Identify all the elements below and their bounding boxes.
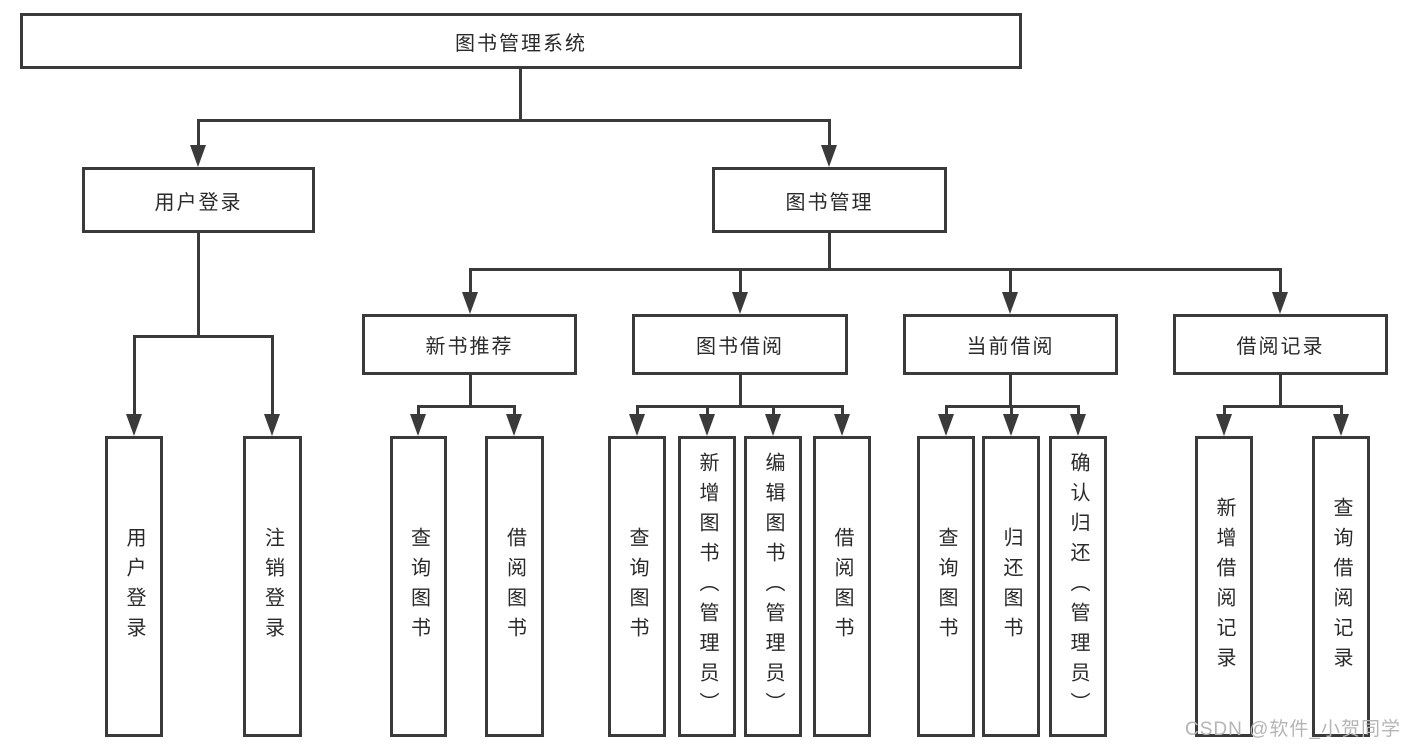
leaf-return-books: 归还图书 (982, 436, 1040, 737)
leaf-query-books-recommend: 查询图书 (390, 436, 447, 737)
node-root: 图书管理系统 (20, 13, 1022, 69)
connector-line (417, 405, 420, 414)
connector-line (828, 233, 831, 270)
leaf-borrow-books-borrowing: 借阅图书 (813, 436, 871, 737)
leaf-user-login: 用户登录 (105, 436, 163, 737)
arrowhead-down-icon (938, 414, 954, 436)
leaf-label: 注销登录 (261, 526, 284, 647)
node-label: 借阅记录 (1236, 336, 1325, 358)
connector-line (197, 233, 200, 337)
connector-line (739, 268, 742, 292)
arrowhead-down-icon (1002, 292, 1018, 314)
leaf-label: 新增图书（管理员） (696, 451, 718, 722)
leaf-add-borrow-record: 新增借阅记录 (1195, 436, 1253, 737)
node-label: 图书管理 (785, 191, 874, 214)
arrowhead-down-icon (264, 414, 280, 436)
watermark: CSDN @软件_小贺同学 (1185, 719, 1401, 740)
leaf-label: 编辑图书（管理员） (762, 451, 784, 722)
connector-line (1223, 405, 1226, 414)
connector-line (636, 405, 639, 414)
node-book-borrowing: 图书借阅 (632, 314, 848, 375)
connector-line (706, 405, 709, 414)
leaf-query-books-borrowing: 查询图书 (608, 436, 666, 737)
connector-line (1010, 405, 1013, 414)
arrowhead-down-icon (126, 414, 142, 436)
leaf-add-books-admin: 新增图书（管理员） (678, 436, 736, 737)
connector-line (519, 69, 522, 121)
arrowhead-down-icon (410, 414, 426, 436)
leaf-label: 查询图书 (935, 526, 957, 647)
node-book-management: 图书管理 (712, 167, 947, 233)
leaf-label: 确认归还（管理员） (1067, 451, 1089, 722)
leaf-label: 归还图书 (1000, 526, 1022, 647)
leaf-query-books-current: 查询图书 (917, 436, 975, 737)
connector-line (739, 375, 742, 407)
arrowhead-down-icon (834, 414, 850, 436)
leaf-label: 查询借阅记录 (1330, 496, 1352, 677)
leaf-confirm-return-admin: 确认归还（管理员） (1049, 436, 1107, 737)
arrowhead-down-icon (462, 292, 478, 314)
node-user-login: 用户登录 (82, 167, 315, 233)
arrowhead-down-icon (765, 414, 781, 436)
connector-line (1223, 405, 1343, 408)
connector-line (469, 268, 1282, 271)
arrowhead-down-icon (506, 414, 522, 436)
connector-line (469, 375, 472, 407)
leaf-borrow-books-recommend: 借阅图书 (485, 436, 544, 737)
node-current-borrowing: 当前借阅 (903, 314, 1118, 375)
arrowhead-down-icon (1070, 414, 1086, 436)
node-label: 用户登录 (154, 191, 243, 214)
leaf-label: 查询图书 (626, 526, 648, 647)
connector-line (1009, 268, 1012, 292)
connector-line (841, 405, 844, 414)
node-borrowing-records: 借阅记录 (1173, 314, 1388, 375)
connector-line (197, 119, 200, 145)
arrowhead-down-icon (699, 414, 715, 436)
arrowhead-down-icon (1216, 414, 1232, 436)
arrowhead-down-icon (821, 145, 837, 167)
connector-line (133, 335, 136, 414)
connector-line (1077, 405, 1080, 414)
leaf-logout: 注销登录 (243, 436, 302, 737)
leaf-label: 用户登录 (123, 526, 145, 647)
arrowhead-down-icon (1333, 414, 1349, 436)
connector-line (513, 405, 516, 414)
node-label: 图书管理系统 (455, 32, 587, 55)
connector-line (828, 119, 831, 145)
arrowhead-down-icon (1003, 414, 1019, 436)
connector-line (197, 119, 831, 122)
connector-line (469, 268, 472, 292)
connector-line (133, 335, 274, 338)
connector-line (271, 335, 274, 414)
leaf-label: 查询图书 (407, 526, 430, 647)
leaf-edit-books-admin: 编辑图书（管理员） (744, 436, 802, 737)
arrowhead-down-icon (190, 145, 206, 167)
connector-line (417, 405, 516, 408)
node-label: 当前借阅 (966, 336, 1055, 358)
connector-line (1340, 405, 1343, 414)
connector-line (636, 405, 844, 408)
node-label: 图书借阅 (696, 336, 784, 358)
connector-line (945, 405, 948, 414)
connector-line (772, 405, 775, 414)
connector-line (1279, 268, 1282, 292)
node-label: 新书推荐 (425, 336, 514, 358)
leaf-label: 借阅图书 (831, 526, 853, 647)
connector-line (1279, 375, 1282, 407)
connector-line (1009, 375, 1012, 407)
arrowhead-down-icon (1272, 292, 1288, 314)
leaf-label: 借阅图书 (503, 526, 526, 647)
leaf-query-borrow-record: 查询借阅记录 (1312, 436, 1370, 737)
arrowhead-down-icon (629, 414, 645, 436)
leaf-label: 新增借阅记录 (1213, 496, 1235, 677)
arrowhead-down-icon (732, 292, 748, 314)
node-new-book-recommendation: 新书推荐 (362, 314, 577, 375)
